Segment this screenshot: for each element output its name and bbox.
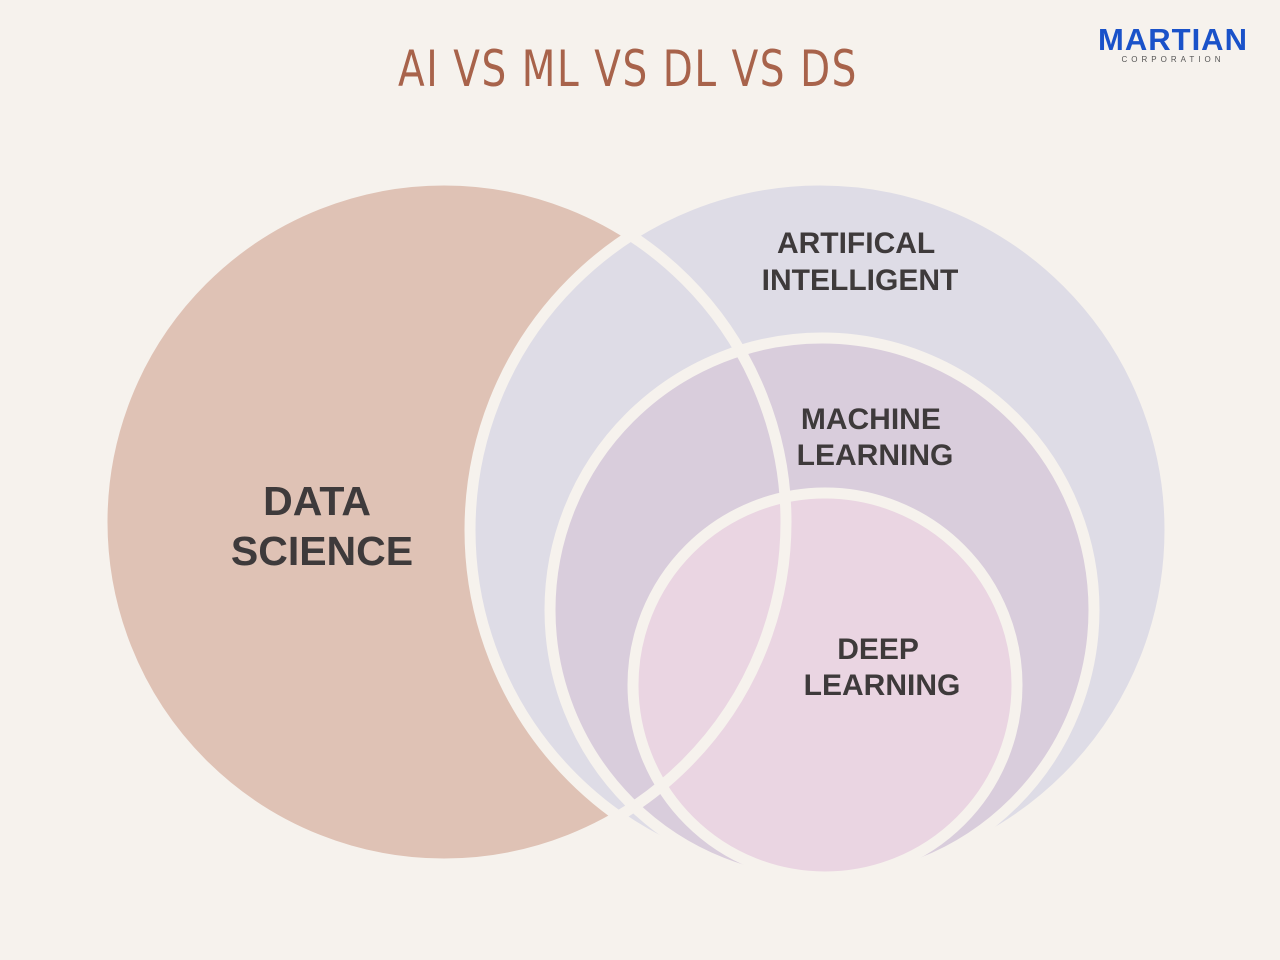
deep-learning-circle [627,487,1023,883]
artificial-intelligent-label: ARTIFICAL INTELLIGENT [762,227,959,297]
labels: DATA SCIENCE ARTIFICAL INTELLIGENT MACHI… [231,227,960,702]
data-science-label-line-2: SCIENCE [231,528,413,574]
machine-learning-label-line-1: MACHINE [801,403,941,436]
circles [96,174,1176,888]
page-title: AI VS ML VS DL VS DS [397,40,858,98]
data-science-outline [96,174,792,870]
logo-subtitle: CORPORATION [1121,55,1225,64]
deep-learning-label-line-1: DEEP [837,633,918,666]
machine-learning-label-line-2: LEARNING [797,439,954,472]
logo-name: MARTIAN [1098,22,1248,57]
data-science-label: DATA SCIENCE [231,478,413,574]
artificial-intelligent-label-line-2: INTELLIGENT [762,264,959,297]
machine-learning-label: MACHINE LEARNING [797,403,954,472]
data-science-label-line-1: DATA [263,478,370,524]
deep-learning-label: DEEP LEARNING [804,633,961,702]
logo: MARTIAN CORPORATION [1090,22,1256,65]
artificial-intelligent-label-line-1: ARTIFICAL [777,227,935,260]
deep-learning-label-line-2: LEARNING [804,669,961,702]
